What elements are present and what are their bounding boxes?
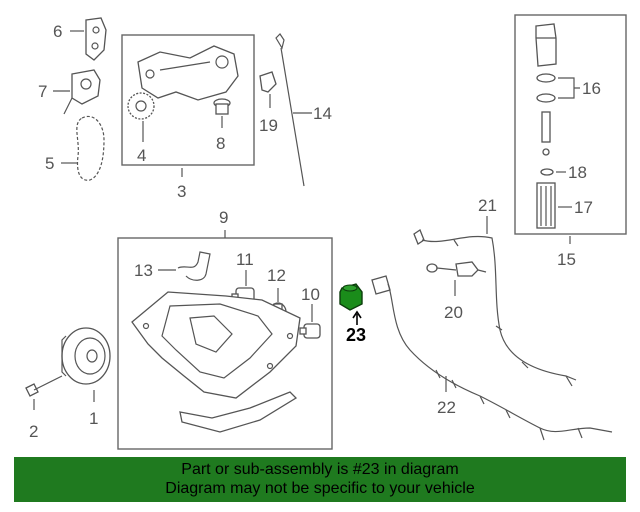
part-18-o-ring	[540, 168, 554, 176]
part-filter-housing	[535, 23, 557, 67]
callout-14: 14	[313, 104, 332, 123]
info-banner: Part or sub-assembly is #23 in diagram D…	[14, 457, 626, 502]
callout-1: 1	[89, 409, 98, 428]
callout-15: 15	[557, 250, 576, 269]
callout-12: 12	[267, 266, 286, 285]
callout-23: 23	[346, 325, 366, 345]
callout-5: 5	[45, 154, 54, 173]
callout-18: 18	[568, 163, 587, 182]
arrow-23	[352, 310, 362, 319]
callout-7: 7	[38, 82, 47, 101]
part-oil-pan-baffle	[179, 391, 298, 433]
callout-9: 9	[219, 208, 228, 227]
part-10-switch	[299, 323, 321, 339]
part-8-plug	[213, 98, 231, 115]
callout-10: 10	[301, 285, 320, 304]
part-23-highlighted	[339, 283, 363, 311]
oil-filter-group-box	[514, 14, 627, 235]
part-17-filter-element	[536, 182, 556, 229]
part-20-sensor	[426, 261, 487, 277]
callout-6: 6	[53, 22, 62, 41]
part-4-sprocket	[127, 92, 155, 120]
callout-22: 22	[437, 398, 456, 417]
part-2-bolt	[25, 375, 63, 397]
callout-8: 8	[216, 134, 225, 153]
leader-16	[558, 77, 580, 99]
part-5-chain	[76, 115, 105, 181]
part-19-guide	[259, 71, 277, 93]
banner-line-2: Diagram may not be specific to your vehi…	[165, 480, 475, 497]
callout-19: 19	[259, 116, 278, 135]
banner-line-1: Part or sub-assembly is #23 in diagram	[181, 461, 459, 478]
part-1-pulley	[61, 327, 111, 385]
part-6-bracket	[85, 17, 107, 61]
callout-2: 2	[29, 422, 38, 441]
part-oil-pan	[131, 291, 301, 399]
callout-13: 13	[134, 261, 153, 280]
part-valve	[541, 111, 551, 156]
callout-21: 21	[478, 196, 497, 215]
part-14-dipstick	[275, 33, 305, 187]
oil-pump-group-box	[121, 34, 255, 166]
callout-3: 3	[177, 182, 186, 201]
part-3-oil-pump	[137, 45, 239, 101]
callout-20: 20	[444, 303, 463, 322]
callout-4: 4	[137, 146, 146, 165]
part-22-harness	[371, 275, 613, 441]
part-21-harness	[413, 229, 577, 387]
callout-11: 11	[236, 250, 254, 269]
callout-16: 16	[582, 79, 601, 98]
part-13-tube	[177, 251, 211, 281]
callout-17: 17	[574, 198, 593, 217]
part-16-seals	[536, 73, 556, 103]
part-7-tensioner	[63, 69, 101, 115]
